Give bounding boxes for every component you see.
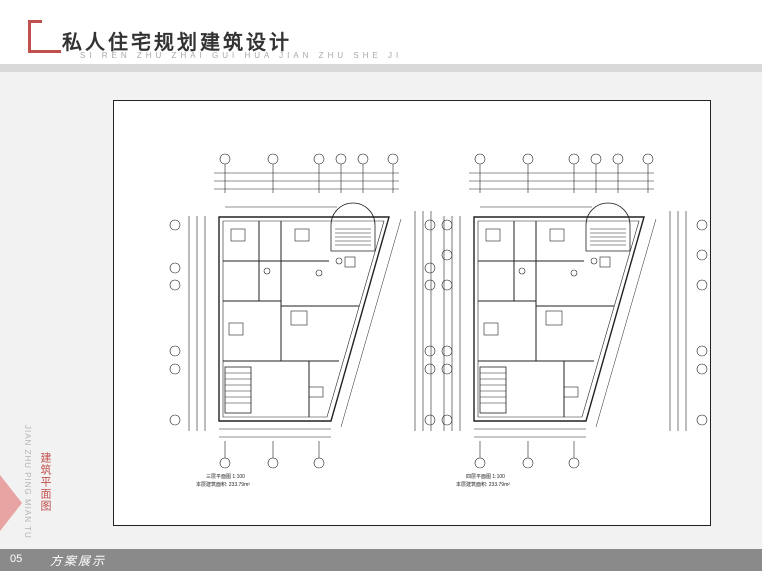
floor-plan-right: [424, 153, 708, 469]
header-background: [0, 0, 762, 66]
footer-page-number: 05: [10, 553, 23, 565]
floor-plan-drawing: 三层平面图 1:100 本层建筑面积: 233.79m² 四层平面图 1:100…: [113, 100, 711, 526]
plan-right-title: 四层平面图: [466, 474, 492, 480]
plan-left-title-block: 三层平面图 1:100: [206, 473, 245, 480]
plan-right-scale: 1:100: [492, 474, 505, 480]
side-pinyin: JIAN ZHU PING MIAN TU: [23, 425, 32, 539]
plan-left-area-label: 本层建筑面积:: [196, 482, 228, 488]
side-arrow-icon: [0, 475, 22, 531]
plan-left-area-block: 本层建筑面积: 233.79m²: [196, 481, 250, 488]
floor-plan-left: [169, 153, 453, 469]
plan-left-scale: 1:100: [232, 474, 245, 480]
title-bracket-top: [28, 20, 42, 23]
title-bracket-decoration: [28, 20, 61, 53]
page-title: 私人住宅规划建筑设计: [62, 30, 292, 54]
footer-bar: [0, 549, 762, 571]
floor-plans-svg: [169, 153, 708, 469]
page-title-pinyin: SI REN ZHU ZHAI GUI HUA JIAN ZHU SHE JI: [80, 51, 403, 60]
footer-section-label: 方案展示: [50, 554, 107, 568]
header-divider: [0, 64, 762, 72]
plan-right-area-block: 本层建筑面积: 233.79m²: [456, 481, 510, 488]
plan-right-area-label: 本层建筑面积:: [456, 482, 488, 488]
plan-right-title-block: 四层平面图 1:100: [466, 473, 505, 480]
plan-left-title: 三层平面图: [206, 474, 232, 480]
side-title: 建筑平面图: [39, 452, 51, 512]
plan-left-area: 233.79m²: [228, 482, 250, 488]
plan-right-area: 233.79m²: [488, 482, 510, 488]
